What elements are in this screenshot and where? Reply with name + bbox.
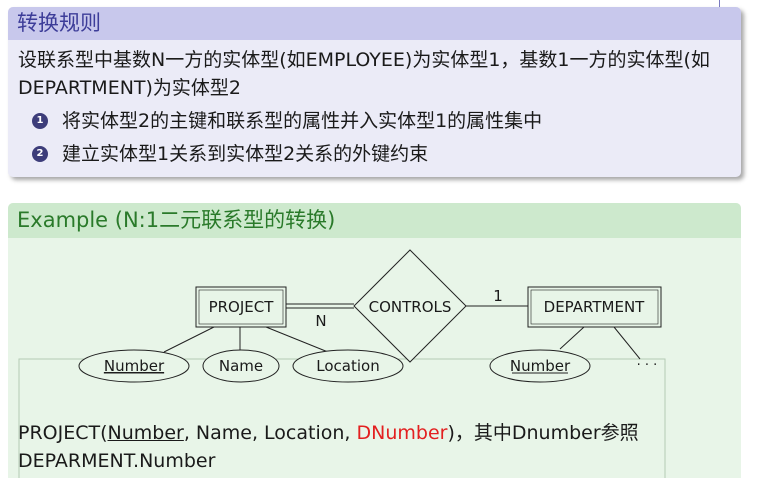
numbered-bullet-icon: 2 bbox=[32, 145, 48, 162]
attr-project-location-label: Location bbox=[316, 357, 379, 375]
attr-department-number-ellipse bbox=[489, 349, 591, 383]
connector-line bbox=[613, 326, 641, 360]
list-item: 1 将实体型2的主键和联系型的属性并入实体型1的属性集中 bbox=[18, 104, 741, 137]
relation-attributes: , Name, Location, bbox=[183, 422, 357, 444]
connector-line bbox=[163, 326, 215, 353]
attr-project-name-ellipse bbox=[202, 349, 280, 383]
relation-foreign-key: DNumber bbox=[356, 422, 448, 444]
relationship-controls-label: CONTROLS bbox=[369, 298, 452, 316]
relation-primary-key: Number bbox=[107, 422, 184, 444]
cardinality-1-label: 1 bbox=[493, 287, 503, 305]
rule-list: 1 将实体型2的主键和联系型的属性并入实体型1的属性集中 2 建立实体型1关系到… bbox=[18, 104, 741, 170]
list-item: 2 建立实体型1关系到实体型2关系的外键约束 bbox=[18, 137, 741, 170]
er-diagram: PROJECT DEPARTMENT CONTROLS N 1 Number N… bbox=[18, 249, 666, 478]
more-attributes-ellipsis: · · · bbox=[637, 358, 658, 373]
rule-item-text: 将实体型2的主键和联系型的属性并入实体型1的属性集中 bbox=[62, 109, 543, 132]
rule-description: 设联系型中基数N一方的实体型(如EMPLOYEE)为实体型1，基数1一方的实体型… bbox=[18, 49, 710, 99]
attr-department-number-label: Number bbox=[510, 357, 571, 375]
entity-department-box bbox=[527, 286, 662, 328]
numbered-bullet-icon: 1 bbox=[32, 112, 48, 129]
connector-line bbox=[559, 326, 585, 350]
entity-project-label: PROJECT bbox=[209, 298, 275, 316]
attr-project-location-ellipse bbox=[292, 349, 404, 383]
attr-project-number-ellipse bbox=[78, 349, 190, 383]
relation-schema-text: PROJECT(Number, Name, Location, DNumber)… bbox=[18, 419, 678, 475]
entity-project-box-inner bbox=[198, 289, 284, 325]
entity-department-box-inner bbox=[530, 289, 659, 325]
relation-name: PROJECT( bbox=[18, 422, 108, 444]
rule-block: 转换规则 设联系型中基数N一方的实体型(如EMPLOYEE)为实体型1，基数1一… bbox=[8, 7, 741, 177]
relation-suffix: )，其中Dnumber参照DEPARMENT.Number bbox=[18, 422, 639, 472]
example-block: Example (N:1二元联系型的转换) PROJECT DEPARTMENT… bbox=[8, 203, 741, 478]
entity-project-box bbox=[195, 286, 287, 328]
attr-project-name-label: Name bbox=[219, 357, 263, 375]
entity-department-label: DEPARTMENT bbox=[544, 298, 646, 316]
rule-block-body: 设联系型中基数N一方的实体型(如EMPLOYEE)为实体型1，基数1一方的实体型… bbox=[8, 40, 741, 170]
example-block-title: Example (N:1二元联系型的转换) bbox=[8, 203, 741, 238]
relationship-controls-diamond bbox=[353, 249, 467, 363]
cardinality-n-label: N bbox=[315, 312, 326, 330]
attr-project-number-label: Number bbox=[104, 357, 165, 375]
rule-item-text: 建立实体型1关系到实体型2关系的外键约束 bbox=[62, 142, 429, 165]
rule-block-title: 转换规则 bbox=[8, 7, 741, 40]
connector-line bbox=[265, 326, 329, 353]
top-guide-line bbox=[719, 0, 720, 8]
